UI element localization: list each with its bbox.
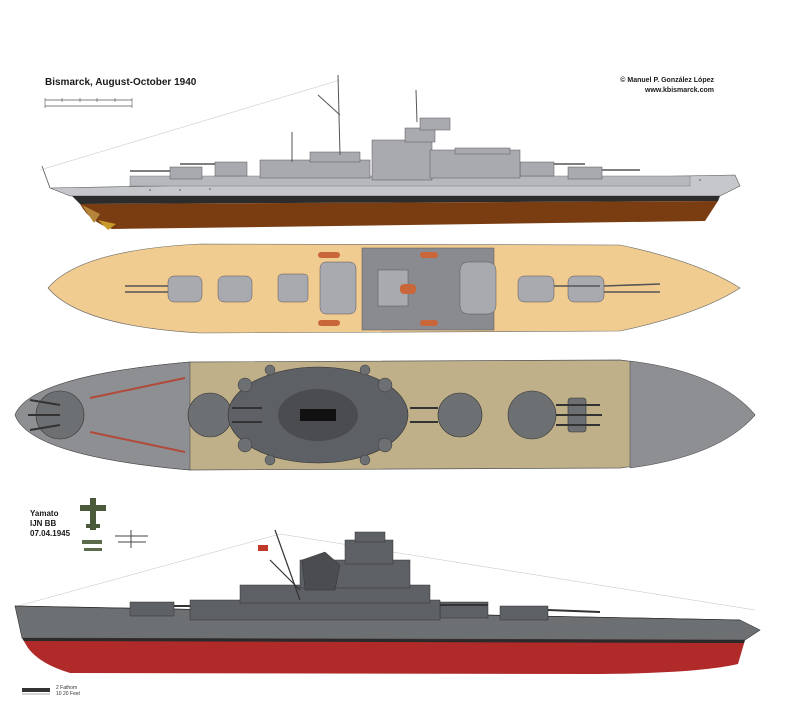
credit-website: www.kbismarck.com (645, 87, 714, 94)
aircraft-icons (80, 498, 148, 551)
bismarck-boot-topping (72, 196, 720, 204)
yamato-scale-text: 2 Fathom 10 20 Feet (56, 685, 80, 697)
bismarck-title: Bismarck, August-October 1940 (45, 77, 197, 88)
yamato-date: 07.04.1945 (30, 529, 71, 538)
bismarck-top-view (47, 243, 741, 334)
bismarck-scale-bar (44, 98, 133, 108)
yamato-side-profile (14, 529, 761, 695)
yamato-name: Yamato (30, 509, 59, 518)
seaplane-side-icon (82, 540, 102, 551)
scale-label-fathom: 2 Fathom (56, 685, 78, 691)
yamato-funnel (301, 551, 341, 591)
yamato-scale-bar (22, 688, 50, 695)
yamato-type: IJN BB (30, 519, 57, 528)
yamato-lower-hull (22, 638, 745, 674)
bismarck-side-profile (39, 74, 741, 230)
credit-block: © Manuel P. González López www.kbismarck… (620, 76, 714, 96)
credit-author: © Manuel P. González López (620, 77, 714, 84)
yamato-caption: Yamato IJN BB 07.04.1945 (30, 509, 70, 539)
yamato-top-view (14, 359, 756, 471)
scale-label-feet: 10 20 Feet (56, 691, 80, 697)
biplane-front-icon (115, 530, 148, 548)
bismarck-lower-hull (80, 201, 718, 229)
plane-top-icon (80, 498, 106, 530)
